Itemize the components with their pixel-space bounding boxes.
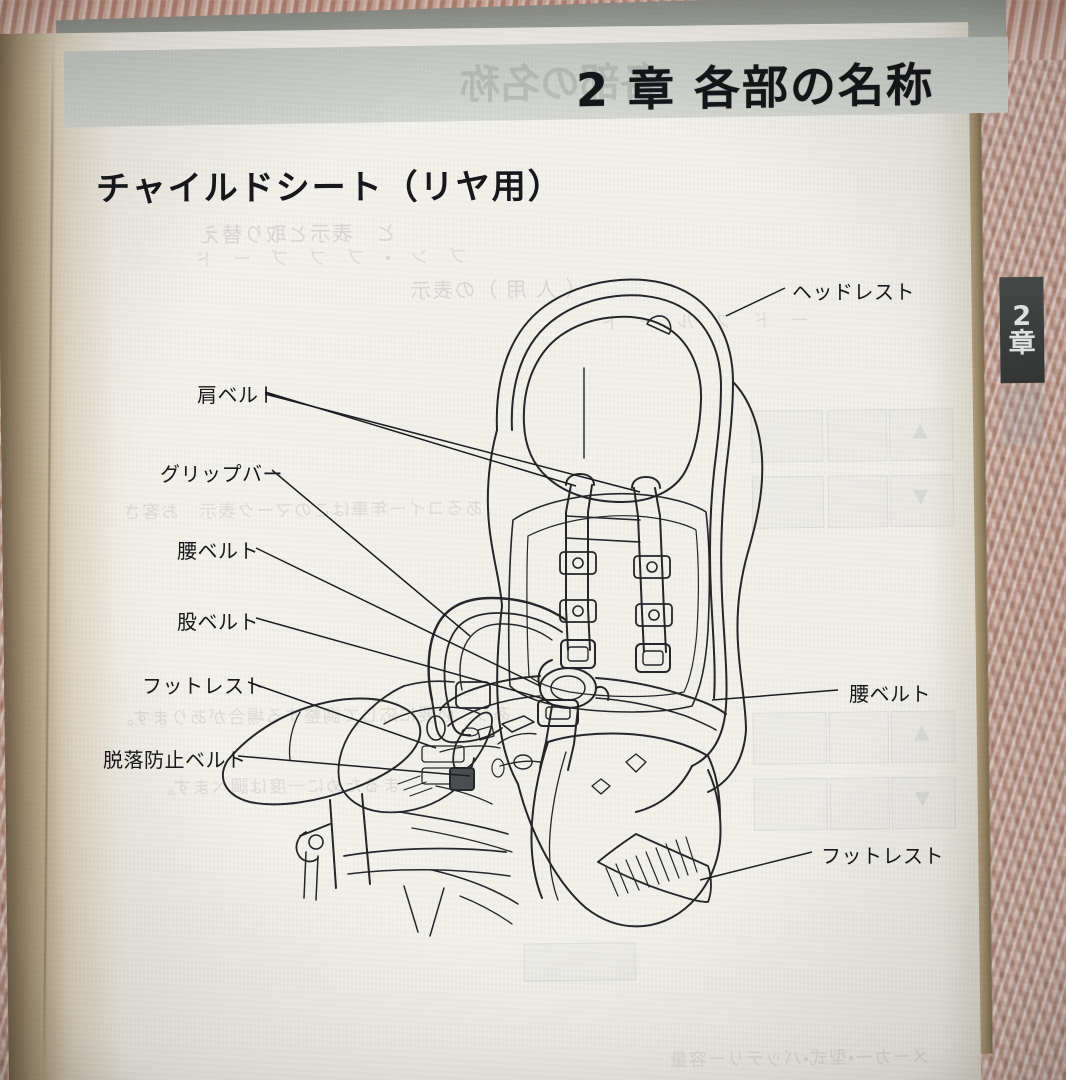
chapter-tab-number: 2 <box>1012 300 1032 333</box>
callout-waist-belt: 腰ベルト <box>177 539 259 563</box>
callout-footrest: フットレスト <box>142 674 265 698</box>
callout-antifalloff-belt: 脱落防止ベルト <box>103 748 247 772</box>
callout-headrest: ヘッドレスト <box>792 280 915 304</box>
page-title: 2 章 各部の名称 <box>576 57 935 118</box>
callout-grip-bar: グリップバー <box>160 462 283 486</box>
chapter-tab-ghost <box>1000 384 1044 446</box>
chapter-tab-unit: 章 <box>1008 327 1036 360</box>
callout-footrest-right: フットレスト <box>821 844 944 868</box>
chapter-tab: 2 章 <box>999 276 1045 384</box>
callout-waist-belt-right: 腰ベルト <box>849 682 931 706</box>
callout-crotch-belt: 股ベルト <box>177 610 259 634</box>
section-title: チャイルドシート（リヤ用） <box>95 166 564 210</box>
callout-shoulder-belt: 肩ベルト <box>197 383 279 407</box>
